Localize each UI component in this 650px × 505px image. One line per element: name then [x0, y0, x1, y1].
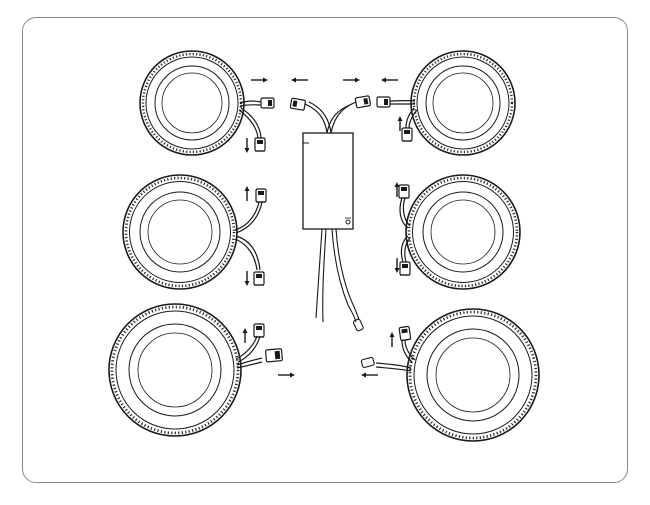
wire-middle-right	[398, 184, 411, 276]
power-cable	[315, 228, 364, 332]
arrow-right	[342, 76, 361, 84]
light-middle-left	[121, 173, 239, 291]
light-middle-right	[404, 173, 522, 291]
driver-box	[302, 132, 354, 230]
wire-top-left	[238, 97, 275, 152]
light-top-left	[138, 49, 246, 157]
wire-middle-left	[234, 188, 267, 286]
light-top-right	[409, 49, 517, 157]
driver-output-wires	[289, 95, 372, 134]
diagram-frame	[22, 17, 628, 483]
arrow-left	[360, 371, 379, 379]
wire-bottom-right	[360, 325, 416, 372]
arrow-up	[243, 185, 251, 202]
wire-bottom-left	[235, 323, 283, 369]
arrow-right	[277, 371, 296, 379]
arrow-up	[388, 331, 396, 348]
arrow-left	[290, 76, 309, 84]
arrow-down	[243, 137, 251, 154]
light-bottom-left	[107, 302, 243, 438]
arrow-down	[393, 257, 401, 274]
arrow-up	[241, 327, 249, 344]
wire-top-right	[376, 96, 418, 142]
arrow-left	[380, 76, 399, 84]
arrow-down	[243, 270, 251, 287]
light-bottom-right	[405, 307, 541, 443]
arrow-right	[250, 76, 269, 84]
